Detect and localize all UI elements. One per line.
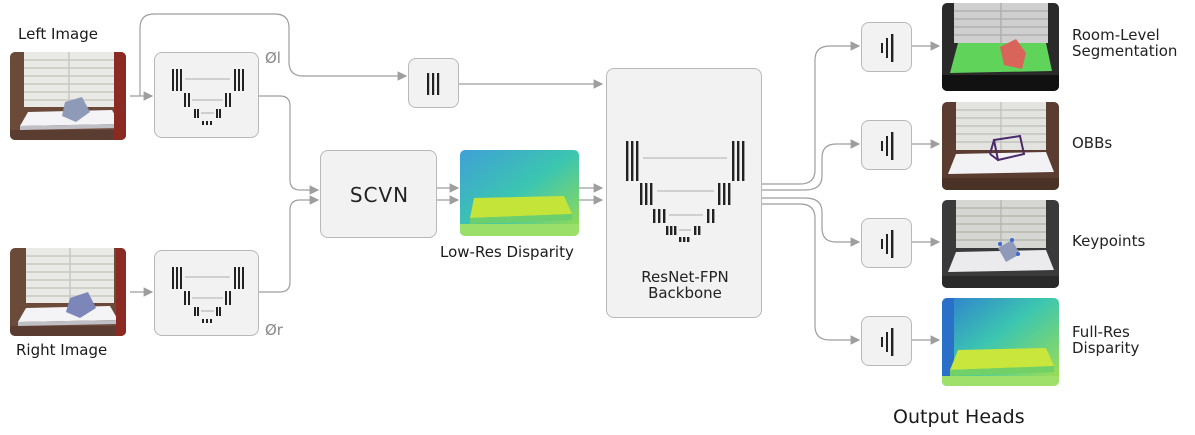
keypoints-output-image bbox=[942, 200, 1059, 288]
head-bars-icon bbox=[881, 132, 894, 160]
right-image-label: Right Image bbox=[16, 341, 108, 359]
right-image-thumbnail bbox=[10, 248, 126, 336]
head-bars-icon bbox=[881, 328, 894, 356]
bypass-block bbox=[408, 58, 459, 108]
left-encoder-block bbox=[154, 52, 259, 138]
full-res-disparity-output-image bbox=[942, 298, 1059, 386]
backbone-block: ResNet-FPN Backbone bbox=[606, 68, 762, 318]
right-encoder-block bbox=[154, 250, 259, 336]
unet-icon bbox=[172, 267, 244, 323]
head-bars-icon bbox=[881, 34, 894, 62]
segmentation-output-image bbox=[942, 3, 1059, 91]
phi-left-label: Øl bbox=[265, 49, 281, 67]
unet-icon bbox=[172, 69, 244, 125]
phi-right-label: Ør bbox=[265, 321, 283, 339]
full-res-disparity-label-line1: Full-Res bbox=[1072, 323, 1130, 341]
head-block-full-res-disparity bbox=[861, 316, 912, 366]
fpn-icon bbox=[626, 141, 745, 242]
low-res-disparity-label: Low-Res Disparity bbox=[440, 243, 574, 261]
obbs-output-image bbox=[942, 102, 1059, 190]
output-heads-title: Output Heads bbox=[893, 406, 1025, 428]
full-res-disparity-label-line2: Disparity bbox=[1072, 339, 1140, 357]
keypoints-label: Keypoints bbox=[1072, 232, 1146, 250]
scvn-label: SCVN bbox=[349, 183, 410, 207]
left-image-label: Left Image bbox=[18, 25, 98, 43]
scvn-block: SCVN bbox=[320, 150, 437, 238]
head-bars-icon bbox=[881, 230, 894, 258]
obbs-label: OBBs bbox=[1072, 134, 1113, 152]
backbone-label-line1: ResNet-FPN bbox=[641, 268, 729, 286]
head-block-segmentation bbox=[861, 22, 912, 72]
head-block-keypoints bbox=[861, 218, 912, 268]
segmentation-label-line2: Segmentation bbox=[1072, 42, 1178, 60]
backbone-label-line2: Backbone bbox=[648, 284, 722, 302]
segmentation-label-line1: Room-Level bbox=[1072, 26, 1160, 44]
left-image-thumbnail bbox=[10, 52, 126, 140]
low-res-disparity-image bbox=[460, 150, 579, 236]
head-block-obbs bbox=[861, 120, 912, 170]
conv-bars-icon bbox=[427, 73, 440, 95]
